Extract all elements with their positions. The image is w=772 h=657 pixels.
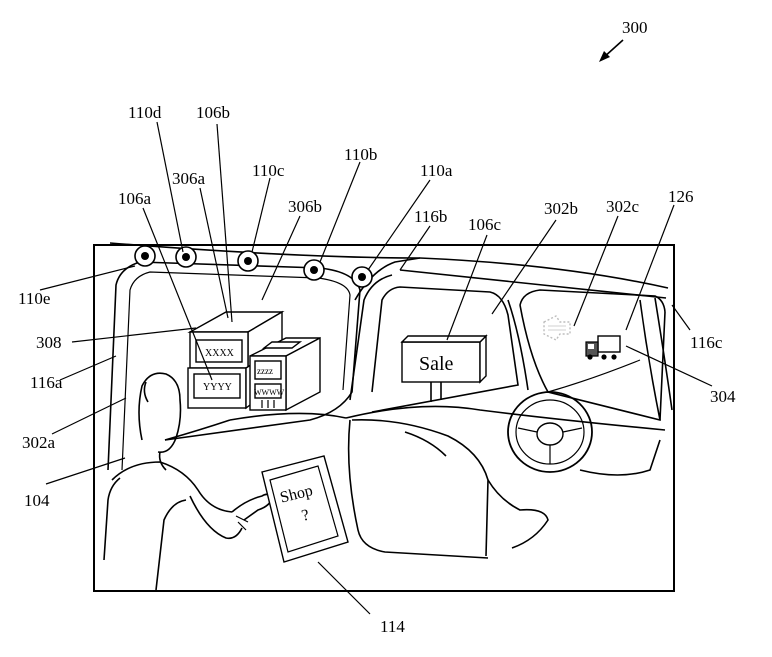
shop-question-mark: ? — [300, 507, 311, 525]
sensor-110d — [134, 245, 156, 267]
label-302b: 302b — [544, 199, 578, 218]
box-label-xxxx: XXXX — [205, 348, 235, 359]
label-110d: 110d — [128, 103, 162, 122]
sale-sign: Sale — [400, 334, 488, 402]
leader-lines — [39, 121, 713, 615]
label-106b: 106b — [196, 103, 230, 122]
label-114: 114 — [380, 617, 405, 636]
figure-number-arrow — [599, 39, 624, 62]
steering-wheel — [507, 391, 593, 473]
person-figure — [103, 372, 273, 591]
dashboard-seat — [347, 419, 661, 559]
label-110e: 110e — [18, 289, 50, 308]
sensor-110b — [303, 259, 325, 281]
label-126: 126 — [668, 187, 694, 206]
label-104: 104 — [24, 491, 50, 510]
label-110a: 110a — [420, 161, 453, 180]
label-304: 304 — [710, 387, 736, 406]
sensor-110a — [351, 266, 373, 288]
figure-number: 300 — [622, 18, 648, 37]
label-302a: 302a — [22, 433, 56, 452]
sale-sign-text: Sale — [419, 353, 454, 375]
label-106a: 106a — [118, 189, 152, 208]
truck-icon — [585, 335, 621, 360]
sensor-110c-1 — [175, 246, 197, 268]
box-label-yyyy: YYYY — [203, 382, 232, 393]
label-306b: 306b — [288, 197, 322, 216]
sensor-110c — [237, 250, 259, 272]
label-116a: 116a — [30, 373, 63, 392]
box-stack: XXXX YYYY zzzz WWWW — [187, 310, 321, 412]
label-116c: 116c — [690, 333, 723, 352]
label-116b: 116b — [414, 207, 447, 226]
box-label-zzzz: zzzz — [257, 366, 273, 376]
shop-tablet: Shop ? — [261, 455, 349, 563]
label-110c: 110c — [252, 161, 285, 180]
label-106c: 106c — [468, 215, 502, 234]
label-306a: 306a — [172, 169, 206, 188]
box-label-wwww: WWWW — [254, 388, 285, 397]
navigation-indicator-icon — [543, 315, 571, 341]
view-frame — [93, 244, 675, 592]
label-110b: 110b — [344, 145, 377, 164]
label-302c: 302c — [606, 197, 640, 216]
label-308: 308 — [36, 333, 62, 352]
